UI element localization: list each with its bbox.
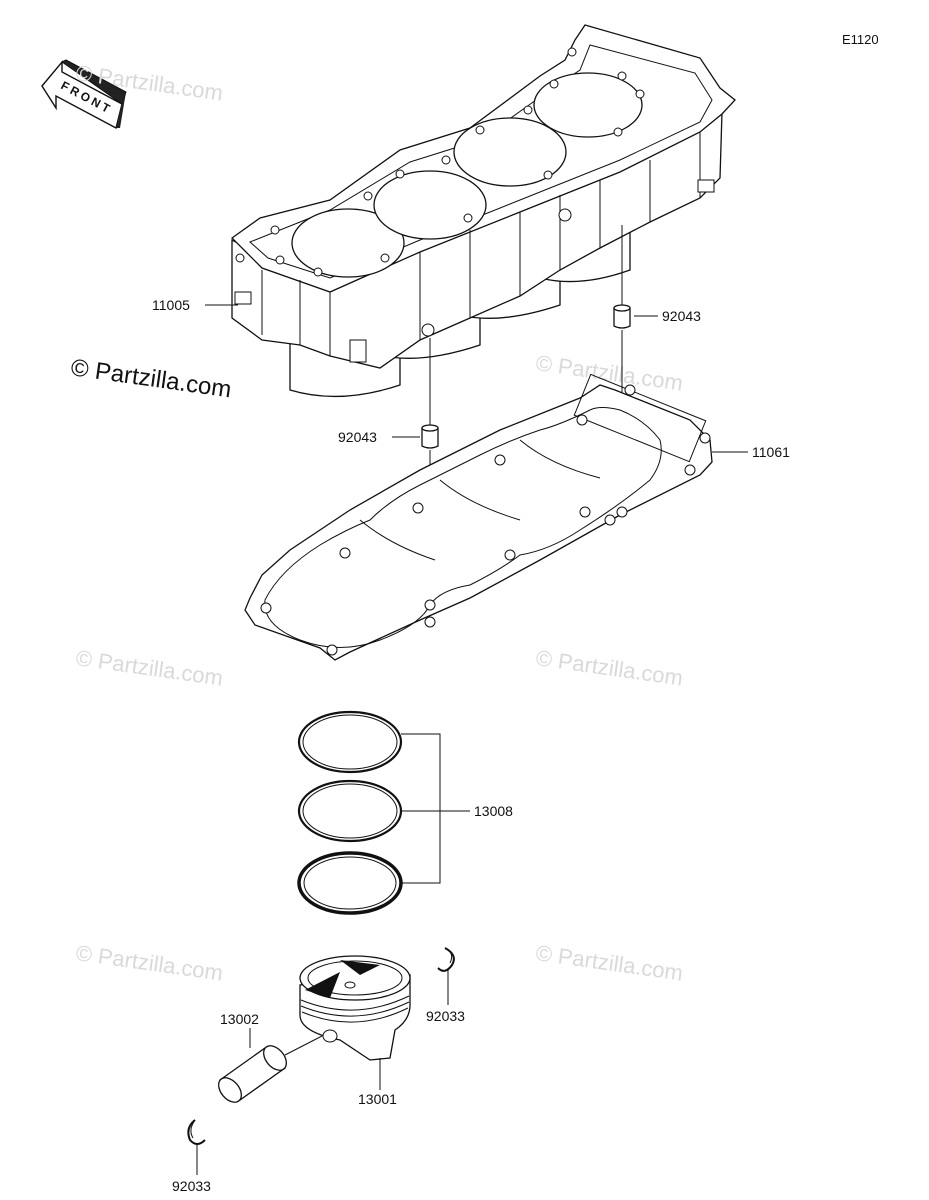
label-piston-pin: 13002	[220, 1011, 259, 1027]
watermark: © Partzilla.com	[534, 645, 684, 690]
label-dowel-pin-upper: 92043	[662, 308, 701, 324]
cylinder-gasket	[244, 373, 713, 661]
watermark: © Partzilla.com	[534, 940, 684, 985]
circlip-right	[437, 947, 455, 972]
label-cylinder: 11005	[152, 297, 190, 313]
label-piston: 13001	[358, 1091, 397, 1107]
piston	[299, 955, 411, 1061]
cylinder-block	[230, 24, 736, 398]
label-circlip-left: 92033	[172, 1178, 211, 1194]
label-dowel-pin-lower: 92043	[338, 429, 377, 445]
label-piston-rings: 13008	[474, 803, 513, 819]
watermark: © Partzilla.com	[74, 645, 224, 690]
dowel-pin-upper	[613, 304, 631, 329]
piston-rings	[297, 710, 403, 915]
front-arrow-icon: FRONT	[41, 59, 127, 130]
watermark-main: © Partzilla.com	[69, 354, 233, 403]
watermark: © Partzilla.com	[74, 940, 224, 985]
diagram-code: E1120	[842, 32, 879, 47]
circlip-left	[187, 1119, 206, 1145]
label-circlip-right: 92033	[426, 1008, 465, 1024]
piston-pin	[218, 1045, 287, 1103]
label-gasket: 11061	[752, 444, 790, 460]
dowel-pin-lower	[421, 424, 439, 449]
